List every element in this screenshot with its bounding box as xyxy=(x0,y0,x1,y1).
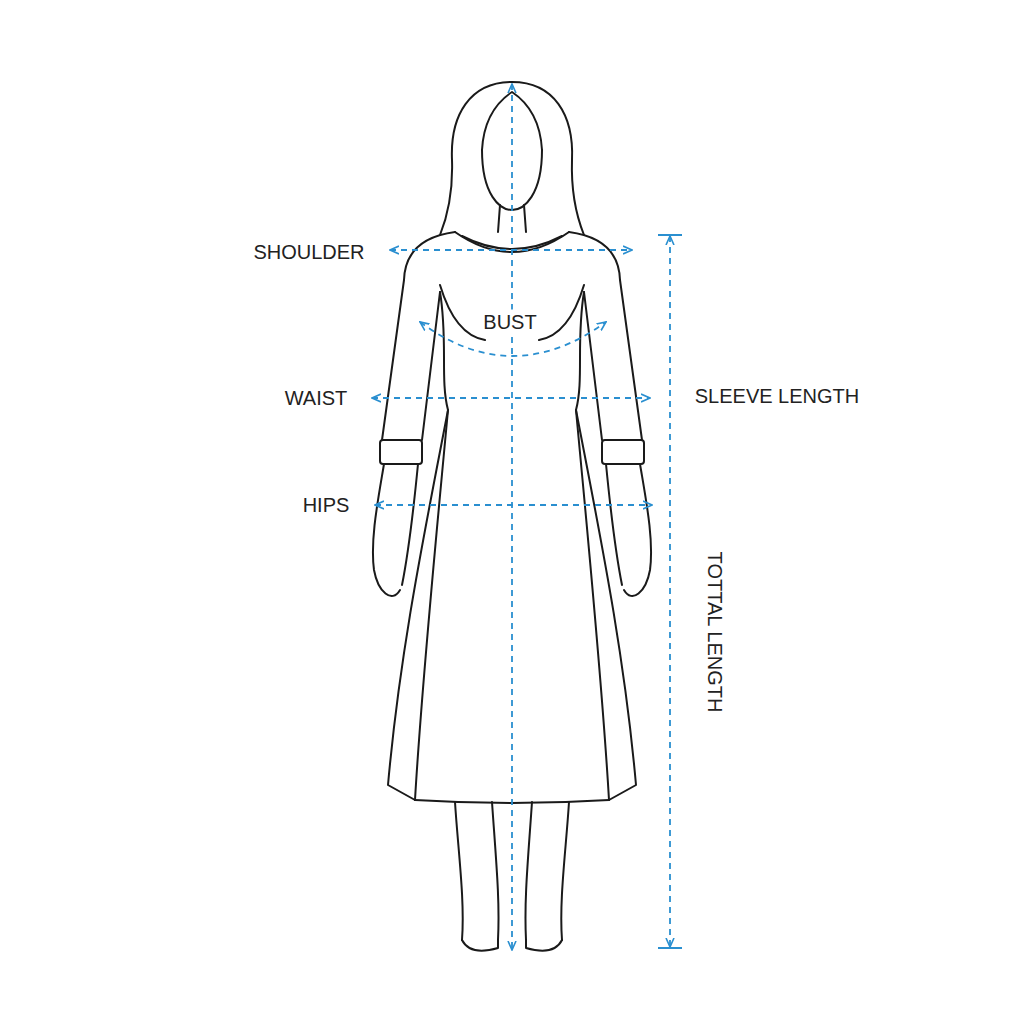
total-length-caps xyxy=(658,235,682,948)
right-cuff xyxy=(602,440,644,464)
measure-lines xyxy=(372,84,670,950)
dress-left xyxy=(388,292,448,800)
measure-label: HIPS xyxy=(299,493,354,518)
hair xyxy=(512,82,584,235)
measure-label: SHOULDER xyxy=(249,240,368,265)
dress-right xyxy=(576,292,636,800)
center-line xyxy=(511,84,513,950)
right-hand xyxy=(606,464,651,596)
left-hand xyxy=(373,464,418,596)
total-length-line xyxy=(669,236,671,947)
shoulder-line xyxy=(390,249,632,251)
vertical-label: TOTTAL LENGTH xyxy=(702,548,727,717)
measure-label: SLEEVE LENGTH xyxy=(691,384,864,409)
left-cuff xyxy=(380,440,422,464)
hips-line xyxy=(375,504,652,506)
woman-outline xyxy=(373,82,651,951)
waist-line xyxy=(372,397,650,399)
face xyxy=(482,150,542,210)
hair xyxy=(440,82,512,235)
right-inner-arm xyxy=(584,292,602,440)
left-inner-arm xyxy=(422,292,440,440)
measure-label: WAIST xyxy=(281,386,352,411)
measure-label: BUST xyxy=(479,310,540,335)
